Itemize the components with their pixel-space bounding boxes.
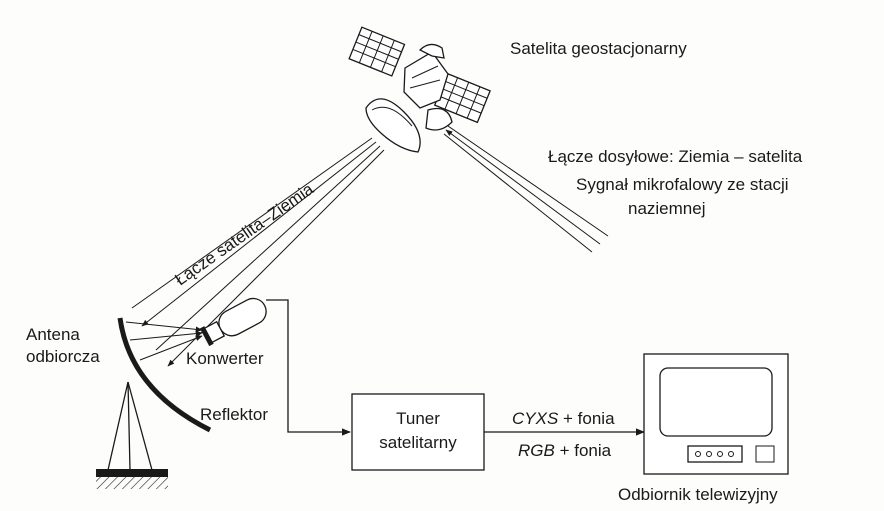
tv-label: Odbiornik telewizyjny [618, 485, 778, 504]
signal-rgb-rest: + fonia [555, 441, 612, 460]
satellite-label: Satelita geostacjonarny [510, 39, 687, 58]
uplink-beam [443, 125, 609, 253]
tuner-box [351, 393, 485, 471]
tuner-label-line1: Tuner [396, 409, 440, 428]
downlink-label: Łącze satelita–Ziemia [171, 179, 317, 289]
tuner-label-line2: satelitarny [379, 433, 457, 452]
dish-antenna-icon [96, 317, 212, 489]
uplink-label-line3: naziemnej [628, 199, 706, 218]
signal-cyxs-main: CYXS [512, 409, 559, 428]
signal-label-cyxs: CYXS + fonia [512, 409, 615, 428]
signal-rgb-main: RGB [518, 441, 555, 460]
signal-label-rgb: RGB + fonia [518, 441, 612, 460]
signal-cyxs-rest: + fonia [558, 409, 615, 428]
uplink-label-line2: Sygnał mikrofalowy ze stacji [576, 175, 789, 194]
reflector-label: Reflektor [200, 405, 268, 424]
antenna-label-line1: Antena [26, 325, 80, 344]
satellite-icon [348, 26, 491, 153]
downlink-beam [131, 137, 385, 367]
lnb-converter-icon [199, 297, 351, 436]
uplink-label-line1: Łącze dosyłowe: Ziemia – satelita [548, 147, 803, 166]
antenna-label-line2: odbiorcza [26, 347, 100, 366]
television-icon [643, 353, 789, 475]
converter-label: Konwerter [186, 349, 264, 368]
